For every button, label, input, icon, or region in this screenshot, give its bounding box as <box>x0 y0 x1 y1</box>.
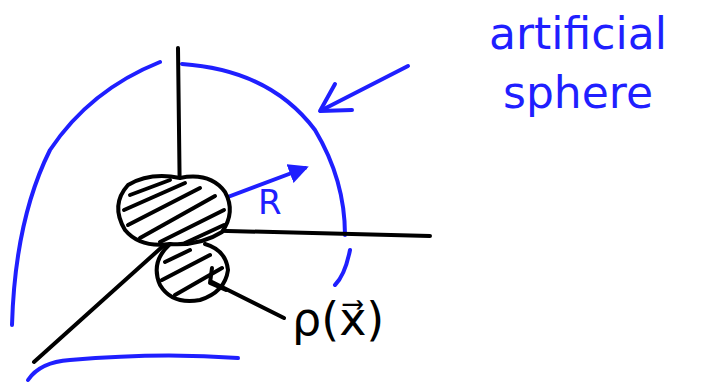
sphere-outline <box>28 355 238 380</box>
density-pointer-head <box>210 268 226 290</box>
x-axis <box>34 238 172 362</box>
charge-hatch <box>124 180 224 243</box>
charge-lobe <box>157 244 228 301</box>
density-label: ρ(x⃗) <box>292 292 452 347</box>
sphere-outline <box>335 250 350 285</box>
charge-blob <box>118 176 230 245</box>
radius-label: R <box>258 184 308 221</box>
y-axis <box>190 230 430 236</box>
sphere-pointer-head <box>320 84 352 111</box>
sphere-label: artificial sphere <box>438 4 718 123</box>
